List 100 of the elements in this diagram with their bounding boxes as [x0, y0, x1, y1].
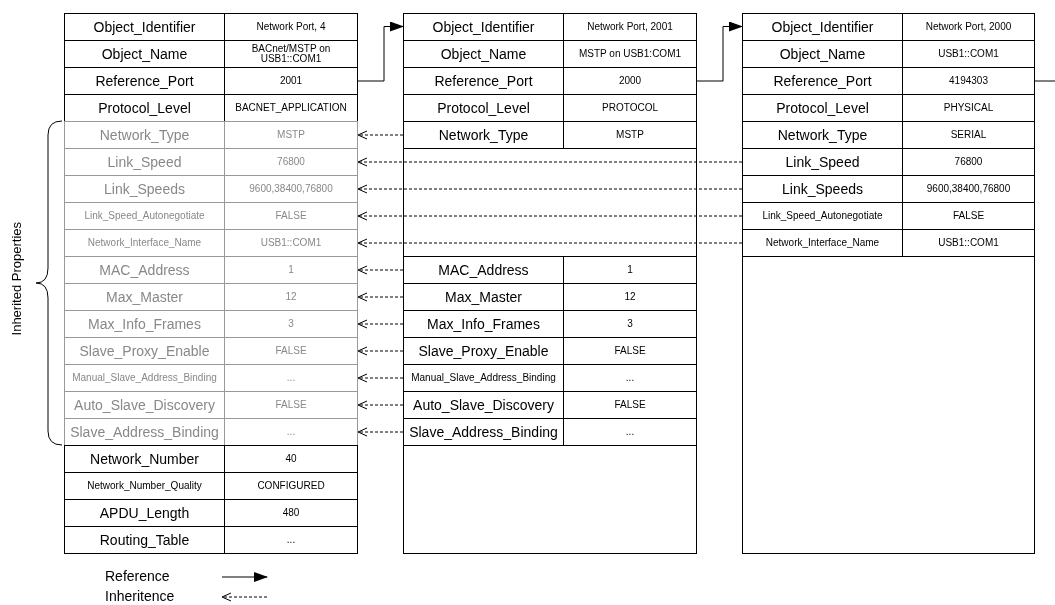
- property-value: BACnet/MSTP on USB1::COM1: [250, 41, 332, 66]
- property-name: Network_Type: [404, 122, 564, 148]
- table-row: [403, 121, 697, 149]
- table-row: [64, 121, 358, 149]
- property-name: Max_Master: [404, 284, 564, 310]
- property-value: USB1::COM1: [937, 235, 1000, 250]
- property-value: 2001: [278, 73, 304, 88]
- table-row: [64, 175, 358, 203]
- property-value: FALSE: [613, 343, 647, 358]
- property-name: Object_Identifier: [404, 14, 564, 40]
- property-value: 2000: [617, 73, 643, 88]
- property-value: USB1::COM1: [259, 235, 323, 250]
- property-name: Object_Name: [65, 41, 225, 67]
- property-value: ...: [285, 370, 297, 385]
- reference-arrow: [696, 21, 743, 82]
- property-name: Max_Info_Frames: [404, 311, 564, 337]
- property-name: Auto_Slave_Discovery: [65, 392, 225, 418]
- property-value: Network Port, 2000: [924, 19, 1013, 34]
- bracket-label: Inherited Properties: [9, 222, 24, 336]
- table-row: [742, 229, 1035, 257]
- inheritance-arrow: [357, 211, 743, 221]
- property-value: PHYSICAL: [942, 100, 995, 115]
- legend-label: Inheritence: [105, 588, 175, 604]
- property-name: MAC_Address: [65, 257, 225, 283]
- inheritance-arrow: [357, 319, 404, 329]
- property-value: MSTP on USB1:COM1: [577, 46, 683, 61]
- table-row: [64, 418, 358, 446]
- inheritance-arrow: [357, 400, 404, 410]
- property-value: 4194303: [948, 73, 989, 88]
- property-name: Slave_Address_Binding: [404, 419, 564, 445]
- property-name: Network_Number_Quality: [65, 473, 225, 499]
- property-value: MSTP: [276, 127, 306, 142]
- property-value: 3: [626, 316, 634, 331]
- property-value: 40: [284, 451, 298, 466]
- property-value: FALSE: [274, 343, 308, 358]
- inheritance-arrow: [357, 346, 404, 356]
- property-value: 76800: [276, 154, 306, 169]
- inheritance-arrow: [357, 427, 404, 437]
- property-name: Link_Speed_Autonegotiate: [743, 203, 903, 229]
- object-table: [64, 13, 358, 554]
- property-name: Reference_Port: [743, 68, 903, 94]
- object-table: [742, 13, 1035, 554]
- table-row: [64, 202, 358, 230]
- property-value: BACNET_APPLICATION: [234, 100, 348, 115]
- table-row: [403, 256, 697, 284]
- property-value: 480: [281, 505, 301, 520]
- property-name: Reference_Port: [65, 68, 225, 94]
- property-value: 76800: [953, 154, 984, 169]
- property-name: Link_Speed: [743, 149, 903, 175]
- property-value: ...: [285, 424, 297, 439]
- property-value: MSTP: [615, 127, 645, 142]
- property-value: ...: [624, 370, 636, 385]
- inheritance-arrow: [357, 292, 404, 302]
- property-value: SERIAL: [949, 127, 988, 142]
- property-name: Manual_Slave_Address_Binding: [65, 365, 225, 391]
- property-value: 12: [623, 289, 637, 304]
- property-name: Auto_Slave_Discovery: [404, 392, 564, 418]
- reference-line: [1034, 80, 1055, 82]
- property-name: Protocol_Level: [404, 95, 564, 121]
- property-name: Max_Master: [65, 284, 225, 310]
- property-name: APDU_Length: [65, 500, 225, 526]
- property-name: Slave_Proxy_Enable: [65, 338, 225, 364]
- property-name: MAC_Address: [404, 257, 564, 283]
- property-value: FALSE: [274, 208, 308, 223]
- property-name: Network_Interface_Name: [65, 230, 225, 256]
- property-name: Object_Name: [404, 41, 564, 67]
- table-row: [403, 418, 697, 446]
- property-value: PROTOCOL: [601, 100, 659, 115]
- property-name: Reference_Port: [404, 68, 564, 94]
- property-value: ...: [624, 424, 636, 439]
- property-value: 1: [287, 262, 295, 277]
- property-value: 12: [284, 289, 298, 304]
- property-value: FALSE: [274, 397, 308, 412]
- inheritance-arrow: [357, 238, 743, 248]
- table-row: [64, 445, 358, 473]
- property-name: Network_Number: [65, 446, 225, 472]
- property-value: FALSE: [613, 397, 647, 412]
- inheritance-arrow: [357, 184, 743, 194]
- property-value: USB1::COM1: [937, 46, 1000, 61]
- inheritance-arrow: [357, 157, 743, 167]
- table-row: [64, 337, 358, 365]
- table-row: [64, 256, 358, 284]
- reference-arrow: [357, 21, 404, 82]
- table-row: [64, 391, 358, 419]
- property-value: Network Port, 2001: [586, 19, 674, 34]
- property-value: 9600,38400,76800: [925, 181, 1012, 196]
- table-row: [64, 229, 358, 257]
- property-value: ...: [285, 532, 297, 547]
- property-name: Network_Interface_Name: [743, 230, 903, 256]
- property-value: 9600,38400,76800: [248, 181, 334, 196]
- property-name: Slave_Address_Binding: [65, 419, 225, 445]
- table-row: [64, 364, 358, 392]
- property-value: CONFIGURED: [256, 478, 326, 493]
- property-name: Link_Speed: [65, 149, 225, 175]
- property-name: Link_Speeds: [743, 176, 903, 202]
- table-row: [64, 283, 358, 311]
- property-name: Network_Type: [743, 122, 903, 148]
- property-value: Network Port, 4: [255, 19, 327, 34]
- property-name: Object_Identifier: [743, 14, 903, 40]
- property-name: Max_Info_Frames: [65, 311, 225, 337]
